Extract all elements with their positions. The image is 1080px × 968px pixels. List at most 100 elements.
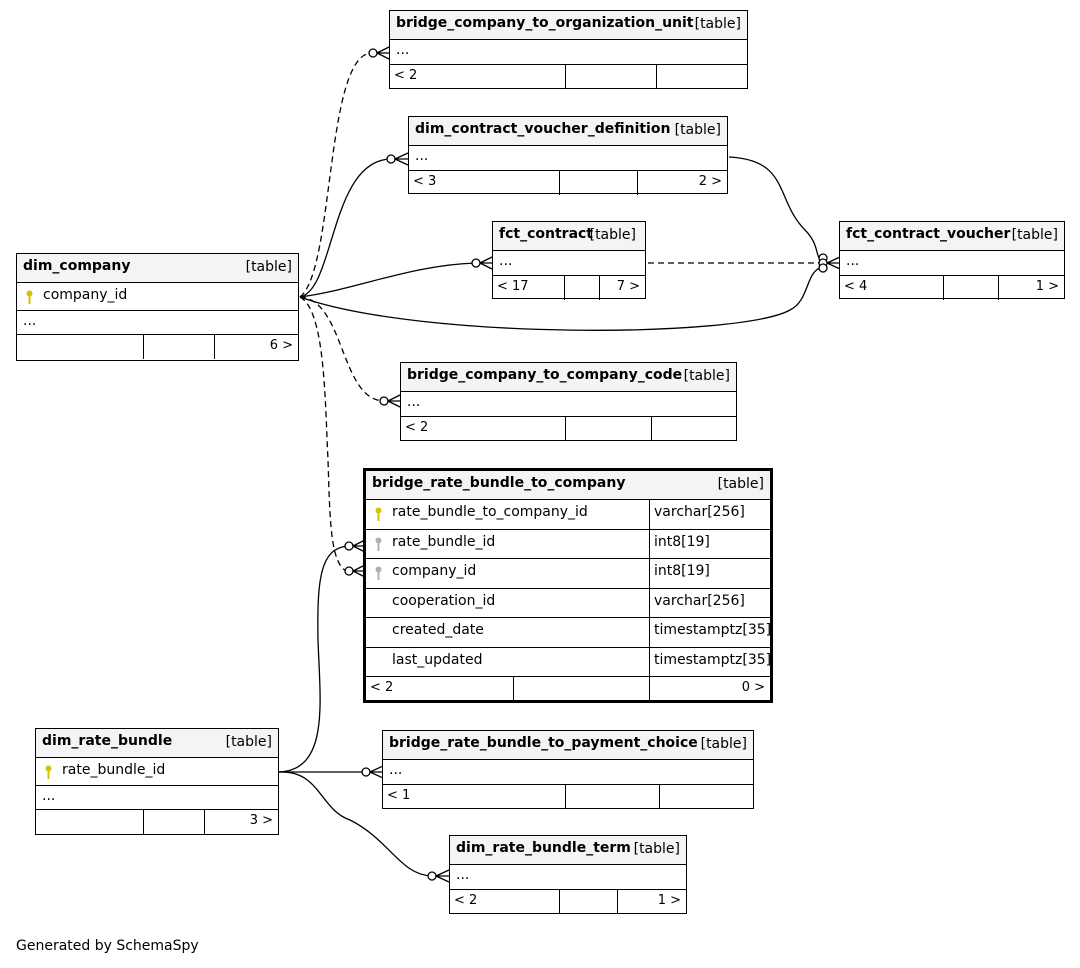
- optional-marker: [344, 566, 354, 576]
- table-header: dim_rate_bundle_term [table]: [450, 836, 686, 865]
- parents-count[interactable]: < 3: [413, 174, 437, 189]
- column-rate-bundle-id: rate_bundle_id: [36, 758, 278, 786]
- parents-count[interactable]: < 2: [370, 680, 394, 695]
- table-type: [table]: [1011, 227, 1058, 243]
- edge-company-to-fct-contract: [299, 262, 477, 298]
- parents-count[interactable]: < 17: [497, 279, 529, 294]
- table-name: fct_contract: [499, 226, 594, 242]
- edge-rate-bundle-to-term: [278, 771, 433, 877]
- key-icon: [26, 290, 33, 304]
- table-name: dim_rate_bundle_term: [456, 840, 631, 856]
- table-name: bridge_rate_bundle_to_payment_choice: [389, 735, 698, 751]
- table-header: bridge_rate_bundle_to_payment_choice [ta…: [383, 731, 753, 760]
- table-dim-rate-bundle-term[interactable]: dim_rate_bundle_term [table] ... < 2 1 >: [449, 835, 687, 914]
- parents-count[interactable]: < 2: [394, 68, 418, 83]
- column-row: created_date timestamptz[35]: [366, 618, 771, 648]
- foreign-key-icon: [375, 537, 382, 551]
- table-name: dim_company: [23, 258, 131, 274]
- table-type: [table]: [674, 122, 721, 138]
- optional-marker: [379, 396, 389, 406]
- children-count[interactable]: 0 >: [741, 680, 765, 695]
- column-type: int8[19]: [654, 563, 710, 579]
- table-dim-contract-voucher-definition[interactable]: dim_contract_voucher_definition [table] …: [408, 116, 728, 195]
- column-name: created_date: [392, 622, 484, 638]
- crowfoot-marker: [369, 765, 384, 779]
- table-bridge-company-to-organization-unit[interactable]: bridge_company_to_organization_unit [tab…: [389, 10, 748, 89]
- crowfoot-marker: [826, 256, 841, 270]
- crowfoot-marker: [376, 46, 390, 60]
- table-type: [table]: [700, 736, 747, 752]
- parents-count[interactable]: < 2: [405, 420, 429, 435]
- table-name: fct_contract_voucher: [846, 226, 1011, 242]
- table-footer: 6 >: [17, 335, 298, 359]
- table-dim-rate-bundle[interactable]: dim_rate_bundle [table] rate_bundle_id .…: [35, 728, 279, 835]
- edge-company-to-fct-contract-voucher: [299, 266, 823, 331]
- foreign-key-icon: [375, 566, 382, 580]
- children-count[interactable]: 3 >: [249, 813, 273, 828]
- column-type: varchar[256]: [654, 504, 745, 520]
- children-count[interactable]: 2 >: [698, 174, 722, 189]
- table-name: dim_rate_bundle: [42, 733, 173, 749]
- column-name: cooperation_id: [392, 592, 496, 609]
- edge-company-to-contract-voucher-definition: [299, 158, 392, 298]
- column-placeholder: ...: [383, 760, 753, 785]
- children-count[interactable]: 7 >: [616, 279, 640, 294]
- children-count[interactable]: 1 >: [657, 893, 681, 908]
- table-footer: 3 >: [36, 810, 278, 834]
- table-fct-contract[interactable]: fct_contract [table] ... < 17 7 >: [492, 221, 646, 300]
- crowfoot-marker: [387, 394, 401, 408]
- edge-rate-bundle-to-rate-bundle-company: [278, 545, 349, 773]
- column-name: last_updated: [392, 651, 483, 668]
- column-placeholder: ...: [840, 251, 1064, 276]
- crowfoot-marker: [479, 256, 493, 270]
- table-type: [table]: [245, 259, 292, 275]
- column-type: timestamptz[35]: [654, 651, 772, 668]
- optional-marker: [427, 871, 437, 881]
- table-type: [table]: [717, 476, 764, 492]
- table-bridge-company-to-company-code[interactable]: bridge_company_to_company_code [table] .…: [400, 362, 737, 441]
- table-dim-company[interactable]: dim_company [table] company_id ... 6 >: [16, 253, 299, 361]
- crowfoot-marker: [394, 152, 409, 166]
- crowfoot-marker: [435, 869, 450, 883]
- table-fct-contract-voucher[interactable]: fct_contract_voucher [table] ... < 4 1 >: [839, 221, 1065, 300]
- optional-marker: [368, 48, 378, 58]
- edge-company-to-rate-bundle-company: [299, 296, 349, 573]
- table-footer: < 4 1 >: [840, 276, 1064, 300]
- table-type: [table]: [589, 227, 636, 243]
- column-placeholder: ...: [409, 146, 727, 171]
- optional-marker: [344, 541, 354, 551]
- optional-marker: [471, 258, 481, 268]
- key-icon: [375, 507, 382, 521]
- children-count[interactable]: 6 >: [269, 338, 293, 353]
- table-header: bridge_company_to_company_code [table]: [401, 363, 736, 392]
- table-bridge-rate-bundle-to-payment-choice[interactable]: bridge_rate_bundle_to_payment_choice [ta…: [382, 730, 754, 809]
- parents-count[interactable]: < 2: [454, 893, 478, 908]
- column-placeholder: ...: [17, 311, 298, 335]
- column-type: int8[19]: [654, 533, 710, 550]
- table-name: bridge_rate_bundle_to_company: [372, 475, 626, 491]
- column-name: rate_bundle_id: [392, 533, 496, 550]
- parents-count[interactable]: < 1: [387, 788, 411, 803]
- column-placeholder: ...: [450, 865, 686, 890]
- table-type: [table]: [683, 368, 730, 384]
- table-name: bridge_company_to_company_code: [407, 367, 683, 383]
- column-row: rate_bundle_id int8[19]: [366, 529, 770, 559]
- column-placeholder: ...: [390, 40, 747, 65]
- edge-definition-to-contract-voucher: [728, 156, 823, 262]
- edge-company-to-company-code: [299, 296, 385, 402]
- table-header: dim_contract_voucher_definition [table]: [409, 117, 727, 146]
- optional-marker: [386, 154, 396, 164]
- edge-company-to-org-unit: [299, 52, 374, 298]
- table-footer: < 2: [390, 65, 747, 89]
- table-type: [table]: [694, 16, 741, 32]
- column-company-id: company_id: [17, 283, 298, 311]
- table-header: dim_company [table]: [17, 254, 298, 283]
- table-bridge-rate-bundle-to-company[interactable]: bridge_rate_bundle_to_company [table] ra…: [363, 468, 773, 703]
- table-footer: < 1: [383, 785, 753, 809]
- column-row: company_id int8[19]: [366, 559, 770, 589]
- children-count[interactable]: 1 >: [1035, 279, 1059, 294]
- column-row: last_updated timestamptz[35]: [366, 647, 772, 677]
- table-footer: < 2 0 >: [366, 677, 770, 701]
- parents-count[interactable]: < 4: [844, 279, 868, 294]
